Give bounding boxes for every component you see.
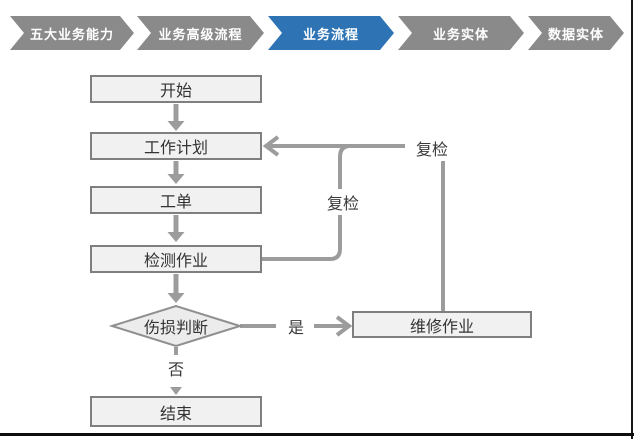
breadcrumb-step-label: 业务流程 <box>302 26 359 42</box>
node-work-order: 工单 <box>90 186 262 214</box>
edge-label-yes: 是 <box>282 313 310 338</box>
node-label: 工单 <box>159 194 192 211</box>
edge-decision-no-to-end <box>170 347 182 395</box>
node-start: 开始 <box>90 75 262 103</box>
edge-label-recheck-repair: 复检 <box>405 134 459 161</box>
node-label: 检测作业 <box>143 253 208 270</box>
edge-order-to-inspection <box>167 215 185 242</box>
node-inspection: 检测作业 <box>90 245 262 273</box>
breadcrumb-step-business-process-active[interactable]: 业务流程 <box>268 16 394 50</box>
breadcrumb-step-label: 数据实体 <box>547 26 604 42</box>
node-label: 维修作业 <box>409 318 474 336</box>
breadcrumb-step-business-entity[interactable]: 业务实体 <box>398 16 524 50</box>
decision-diamond-shape <box>108 304 244 348</box>
edge-plan-to-order <box>167 161 185 184</box>
page-edge-right <box>631 0 633 439</box>
node-label: 伤损判断 <box>143 320 208 337</box>
breadcrumb-step-label: 五大业务能力 <box>29 26 114 42</box>
node-label: 结束 <box>159 405 192 423</box>
edge-label-recheck-inspection: 复检 <box>319 189 367 215</box>
edge-inspection-to-decision <box>167 274 185 303</box>
edge-start-to-plan <box>167 104 185 131</box>
breadcrumb-step-label: 业务实体 <box>432 26 489 42</box>
node-end: 结束 <box>90 396 262 427</box>
page-edge-bottom <box>0 433 634 436</box>
edge-inspection-recheck-loop <box>262 144 351 261</box>
breadcrumb-step-high-level-process[interactable]: 业务高级流程 <box>137 16 264 50</box>
node-repair: 维修作业 <box>352 311 532 338</box>
node-label: 工作计划 <box>143 140 208 157</box>
breadcrumb-step-business-capabilities[interactable]: 五大业务能力 <box>10 16 134 50</box>
edge-label-no: 否 <box>162 356 190 380</box>
breadcrumb-step-label: 业务高级流程 <box>158 26 243 42</box>
node-damage-decision-label: 伤损判断 <box>126 314 226 338</box>
breadcrumb-step-data-entity[interactable]: 数据实体 <box>528 16 624 50</box>
edge-decision-yes-to-repair <box>240 315 353 337</box>
node-label: 开始 <box>159 83 192 100</box>
node-work-plan: 工作计划 <box>90 132 262 160</box>
